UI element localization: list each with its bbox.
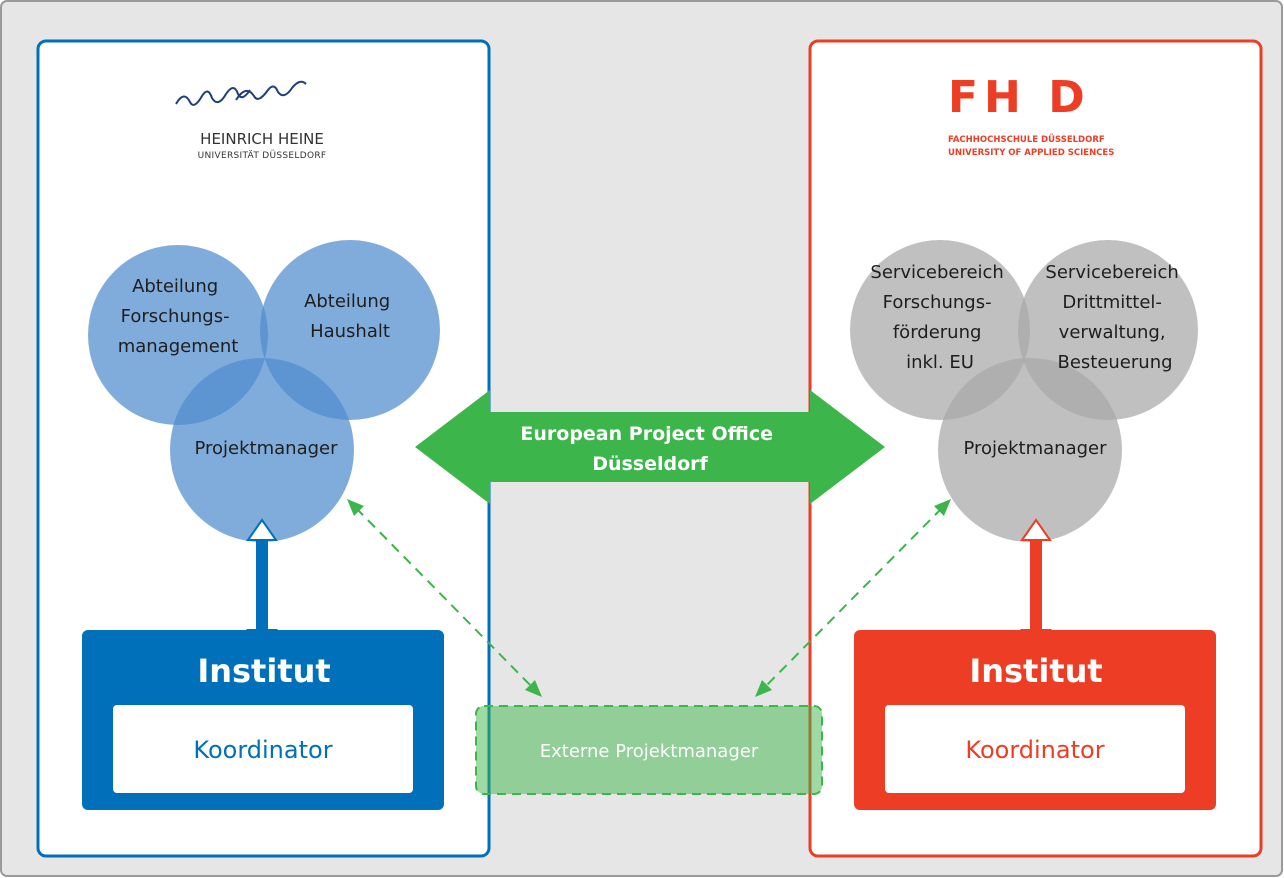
left-dashed-arrow: [347, 499, 542, 697]
label-abteilung-haushalt: Abteilung Haushalt: [304, 291, 396, 342]
epo-label: European Project Office Düsseldorf: [520, 423, 779, 475]
left-koordinator-label: Koordinator: [193, 736, 332, 764]
right-institut-label: Institut: [969, 652, 1102, 690]
venn-circle-projektmanager-left: [170, 358, 354, 542]
left-koordinator-box: [113, 705, 413, 793]
label-servicebereich-drittmittel: Servicebereich Drittmittel- verwaltung, …: [1045, 262, 1184, 373]
label-servicebereich-forschungsfoerderung: Servicebereich Forschungs- förderung ink…: [870, 262, 1009, 373]
label-projektmanager-left: Projektmanager: [194, 438, 338, 459]
hhu-logo-subtitle: UNIVERSITÄT DÜSSELDORF: [198, 150, 327, 161]
label-projektmanager-right: Projektmanager: [963, 438, 1107, 459]
external-pm-label: Externe Projektmanager: [540, 741, 759, 762]
epo-double-arrow: [415, 390, 885, 504]
hhu-signature: [175, 80, 307, 106]
label-abteilung-forschungsmanagement: Abteilung Forschungs- management: [118, 276, 239, 357]
right-koordinator-box: [885, 705, 1185, 793]
right-venn: [850, 240, 1198, 542]
fhd-logo: FH D FACHHOCHSCHULE DÜSSELDORF UNIVERSIT…: [948, 72, 1114, 158]
venn-circle-projektmanager-right: [938, 358, 1122, 542]
left-venn: [88, 240, 440, 542]
hhu-logo: HEINRICH HEINE UNIVERSITÄT DÜSSELDORF: [175, 80, 327, 161]
right-koordinator-label: Koordinator: [965, 736, 1104, 764]
hhu-logo-name: HEINRICH HEINE: [200, 130, 324, 148]
fhd-logo-line2: UNIVERSITY OF APPLIED SCIENCES: [948, 148, 1114, 158]
external-pm-box: [475, 705, 823, 795]
left-institut-label: Institut: [197, 652, 330, 690]
fhd-logo-line1: FACHHOCHSCHULE DÜSSELDORF: [948, 134, 1105, 145]
right-dashed-arrow: [755, 499, 951, 697]
fhd-logo-mark: FH D: [948, 72, 1091, 123]
